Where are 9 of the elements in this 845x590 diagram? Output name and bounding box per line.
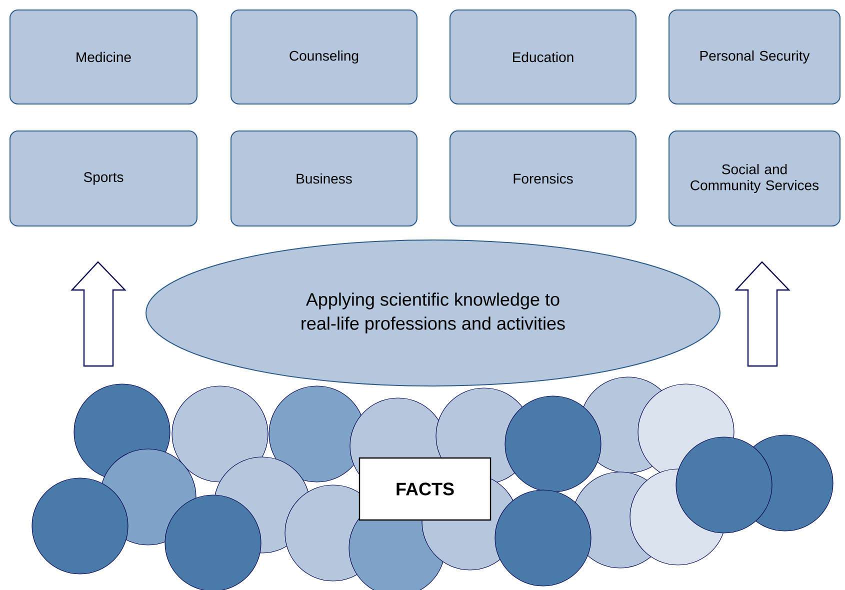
- text-box: Education: [450, 10, 636, 104]
- text-box: Sports: [10, 130, 198, 226]
- text-box: Forensics: [450, 130, 636, 226]
- text-box: Counseling: [230, 10, 418, 104]
- text-box: Business: [230, 130, 418, 226]
- text-box: Medicine: [10, 10, 198, 104]
- label-box: FACTS: [358, 457, 492, 521]
- text-box: Personal Security: [668, 10, 840, 104]
- text-box: Social and Community Services: [668, 130, 840, 226]
